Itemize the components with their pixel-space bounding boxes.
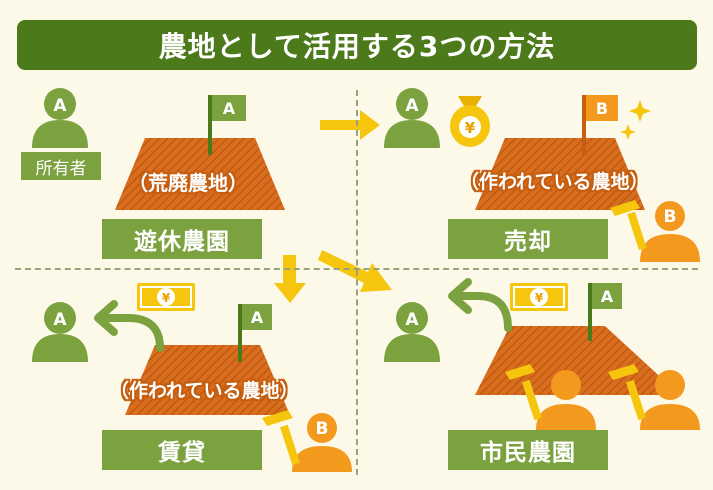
- vertical-divider: [356, 90, 358, 475]
- person-a-letter-owner: A: [53, 96, 67, 116]
- field-allotment: [475, 326, 680, 395]
- owner-label: 所有者: [21, 152, 101, 180]
- field-rent: [125, 345, 290, 415]
- arrow-idle-to-rent: [274, 255, 306, 303]
- yen-symbol-banknote-allotment: ¥: [535, 291, 544, 305]
- person-b-icon-sell: [640, 201, 700, 262]
- flag-letter-allotment: A: [601, 287, 614, 306]
- page-title: 農地として活用する3つの方法: [17, 20, 697, 70]
- banknote-icon-allotment: [510, 283, 568, 311]
- person-a-icon-sell: [384, 88, 440, 148]
- flag-icon-sell: [582, 95, 618, 155]
- hoe-icon-rent: [262, 410, 300, 466]
- sparkle-icon-1: [629, 100, 651, 122]
- person-a-letter-allotment: A: [405, 310, 419, 330]
- flag-icon-rent: [238, 304, 272, 362]
- flag-icon-idle: [208, 95, 246, 155]
- flag-letter-idle: A: [223, 99, 236, 118]
- return-arrow-icon-rent: [94, 300, 164, 352]
- banknote-icon-rent: [137, 283, 195, 311]
- person-b-icon-rent: [292, 413, 352, 472]
- yen-symbol-money-bag: ¥: [465, 119, 476, 137]
- label-allotment: 市民農園: [448, 430, 608, 470]
- label-idle-farm: 遊休農園: [102, 219, 262, 259]
- person-b-letter-rent: B: [316, 419, 329, 439]
- field-idle: [115, 138, 285, 210]
- arrow-idle-to-allotment: [318, 250, 392, 292]
- return-arrow-icon-allotment: [448, 278, 512, 332]
- label-rent: 賃貸: [102, 430, 262, 470]
- field-text-sell: （作われている農地）: [460, 171, 649, 193]
- field-text-idle: （荒廃農地）: [128, 171, 248, 195]
- field-sell: [475, 138, 645, 210]
- arrow-idle-to-sell: [320, 110, 380, 140]
- flag-icon-allotment: [588, 283, 622, 341]
- sparkle-icon-2: [620, 124, 636, 140]
- person-a-letter-sell: A: [405, 96, 419, 116]
- person-b-letter-sell: B: [664, 207, 677, 227]
- flag-letter-sell: B: [596, 99, 608, 118]
- horizontal-divider: [15, 268, 698, 270]
- person-a-icon-rent: [32, 302, 88, 362]
- hoe-icon-allotment-1: [505, 364, 542, 421]
- money-bag-icon: [450, 96, 490, 147]
- field-text-rent: （作われている農地）: [110, 380, 299, 402]
- hoe-icon-sell: [610, 200, 647, 251]
- flag-letter-rent: A: [251, 308, 264, 327]
- hoe-icon-allotment-2: [608, 364, 646, 421]
- person-a-icon-owner: [32, 88, 88, 148]
- label-sell: 売却: [448, 219, 608, 259]
- yen-symbol-banknote-rent: ¥: [162, 291, 171, 305]
- person-a-icon-allotment: [384, 302, 440, 362]
- allotment-user-icon-2: [640, 370, 700, 430]
- allotment-user-icon-1: [536, 370, 596, 430]
- person-a-letter-rent: A: [53, 310, 67, 330]
